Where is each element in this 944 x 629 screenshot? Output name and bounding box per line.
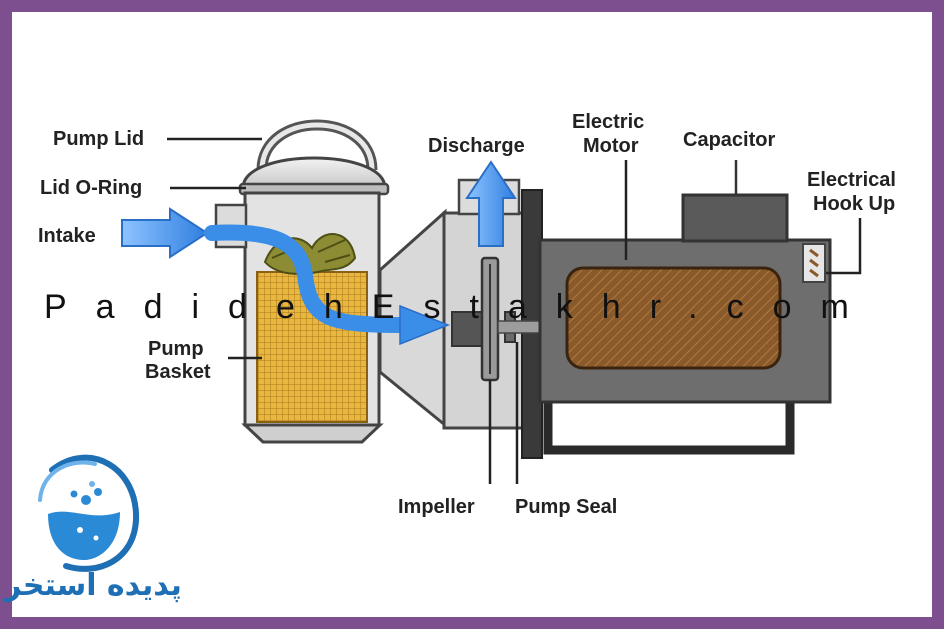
water-flow [121,160,517,346]
electric-motor [538,160,832,455]
motor-stand [543,400,795,455]
label-electrical-hookup-line2: Hook Up [813,193,895,215]
intake-arrow [121,207,209,259]
label-impeller: Impeller [398,496,475,518]
logo-bubble [94,488,102,496]
capacitor [681,193,789,243]
discharge-arrow [465,160,517,247]
label-pump-basket-line2: Basket [145,361,211,383]
leader-electrical-hookup [826,218,862,275]
hookup-wires [809,248,819,278]
label-electric-motor-line2: Motor [583,135,639,157]
logo-bubble [89,481,95,487]
motor-winding [565,266,782,370]
logo-bubble [70,490,78,498]
logo-text: پدیده استخر [2,568,182,603]
label-capacitor: Capacitor [683,129,775,151]
logo-bubble [93,535,99,541]
logo-swoosh-inner [38,460,97,502]
label-pump-lid: Pump Lid [53,128,144,150]
label-intake: Intake [38,225,96,247]
logo-bubble [77,527,83,533]
logo-bubble [81,495,91,505]
logo-water-bowl [48,511,120,560]
brand-logo: پدیده استخر [2,454,182,603]
label-electrical-hookup-line1: Electrical [807,169,896,191]
strainer-bottom [241,423,384,444]
label-electric-motor-line1: Electric [572,111,644,133]
pump-lid [241,156,387,190]
watermark-text: PadidehEstakhr.com [44,288,878,326]
leader-lines [167,137,862,484]
logo-swoosh-outer [49,454,140,572]
flow-path [204,224,413,333]
label-discharge: Discharge [428,135,525,157]
flow-arrowhead [399,304,451,346]
label-pump-basket-line1: Pump [148,338,204,360]
label-lid-o-ring: Lid O-Ring [40,177,142,199]
label-pump-seal: Pump Seal [515,496,617,518]
pump-lid-handle-inner [259,122,375,171]
